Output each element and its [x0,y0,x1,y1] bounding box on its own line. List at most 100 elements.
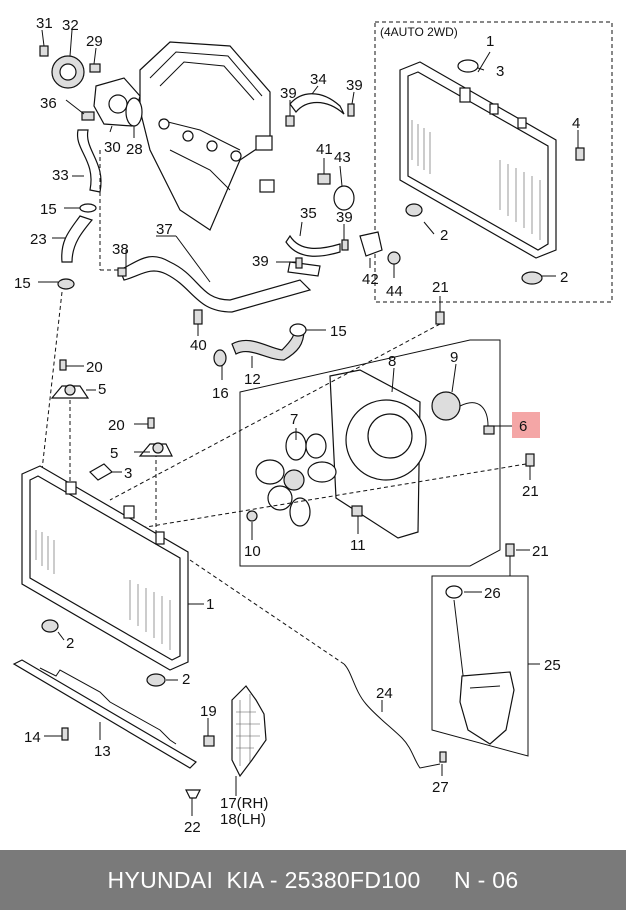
mount-bushing-inset-b [521,271,543,285]
callout-3-b: 3 [124,465,132,482]
callout-41: 41 [316,141,333,158]
callout-38: 38 [112,241,129,258]
clamp-15-c [289,323,307,337]
nut-11 [351,505,363,517]
callout-16: 16 [212,385,229,402]
callout-13: 13 [94,743,111,760]
clip-19 [203,735,215,747]
callout-39-b: 39 [280,85,297,102]
callout-5-b: 5 [110,445,118,462]
hoses-right: 34 39 39 41 43 35 39 42 44 [280,71,403,300]
gasket-43 [333,185,355,211]
callout-2-inset-a: 2 [440,227,448,244]
callout-39-c: 39 [336,209,353,226]
callout-29: 29 [86,33,103,50]
housing-42 [359,231,383,257]
radiator-main: 1 2 2 [21,465,214,688]
gasket [125,97,143,127]
reservoir-cap [445,585,463,599]
inset-note: (4AUTO 2WD) [380,25,458,39]
callout-37: 37 [156,221,173,238]
callout-40: 40 [190,337,207,354]
clamp-15-upper [79,203,97,213]
callout-9: 9 [450,349,458,366]
callout-2-inset-b: 2 [560,269,568,286]
mount-bushing-b [146,673,166,687]
callout-21-b: 21 [522,483,539,500]
callout-2-main-a: 2 [66,635,74,652]
bolt-inset [575,147,585,161]
clip-22 [185,789,201,799]
reservoir-tank [459,671,515,745]
callout-20-a: 20 [86,359,103,376]
nut-10 [246,510,258,522]
callout-3-inset: 3 [496,63,504,80]
callout-27: 27 [432,779,449,796]
highlight-box [512,412,540,438]
hose-34 [289,93,345,115]
fan-blade [255,431,337,527]
footer-text: HYUNDAI KIA - 25380FD100 N - 06 [107,866,519,893]
callout-12: 12 [244,371,261,388]
callout-42: 42 [362,271,379,288]
callout-10: 10 [244,543,261,560]
hose-33 [76,129,102,193]
callout-34: 34 [310,71,327,88]
callout-19: 19 [200,703,217,720]
hose-35 [285,234,341,257]
callout-1-main: 1 [206,596,214,613]
fan-shroud-box: 8 9 7 10 11 [239,339,512,567]
air-guard [231,685,267,778]
callout-24: 24 [376,685,393,702]
callout-4-inset: 4 [572,115,580,132]
fan-motor [431,391,461,421]
callout-17-rh: 17(RH) [220,795,268,812]
callout-32: 32 [62,17,79,34]
part-number-footer: HYUNDAI KIA - 25380FD100 N - 06 [0,850,626,910]
callout-44: 44 [386,283,403,300]
clamp-15-lower [57,278,75,290]
callout-7: 7 [290,411,298,428]
radiator-cap-inset [457,59,479,73]
callout-33: 33 [52,167,69,184]
callout-21-c: 21 [532,543,549,560]
callout-15-c: 15 [330,323,347,340]
pipe-37: 38 37 39 [99,150,321,313]
callout-5-a: 5 [98,381,106,398]
clamp-16 [213,349,227,367]
callout-11: 11 [350,537,366,554]
callout-6-highlight[interactable]: 6 [512,412,540,438]
mount-bushing-inset-a [405,203,423,217]
air-guide: 19 17(RH) 18(LH) 22 [184,685,268,836]
brackets-upper: 20 5 20 5 3 [50,359,173,482]
radiator-inset [399,61,557,259]
callout-28: 28 [126,141,143,158]
bolt-21-right: 21 [522,453,539,500]
overflow-hose: 24 [343,663,441,769]
hose-12-group: 40 15 16 12 [190,309,347,402]
engine-block [139,41,275,231]
callout-31: 31 [36,15,53,32]
callout-15-b: 15 [14,275,31,292]
callout-22: 22 [184,819,201,836]
mount-bushing-a [41,619,59,633]
water-pump-group: 31 32 29 36 30 28 [36,15,143,158]
bolt-31 [39,45,49,57]
thermostat [317,173,331,185]
cap-3 [89,463,113,481]
callout-25: 25 [544,657,561,674]
plug-44 [387,251,401,265]
callout-36: 36 [40,95,57,112]
callout-8: 8 [388,353,396,370]
callout-23: 23 [30,231,47,248]
reservoir-group: 21 26 25 27 [431,543,561,796]
callout-43: 43 [334,149,351,166]
hoses-left: 33 15 23 15 [14,129,102,292]
callout-30: 30 [104,139,121,156]
callout-39-a: 39 [346,77,363,94]
callout-20-b: 20 [108,417,125,434]
callout-35: 35 [300,205,317,222]
callout-6: 6 [519,418,527,435]
bolt-21-top: 21 [432,279,449,325]
parts-diagram: (4AUTO 2WD) 1 3 4 2 2 [12,15,613,836]
